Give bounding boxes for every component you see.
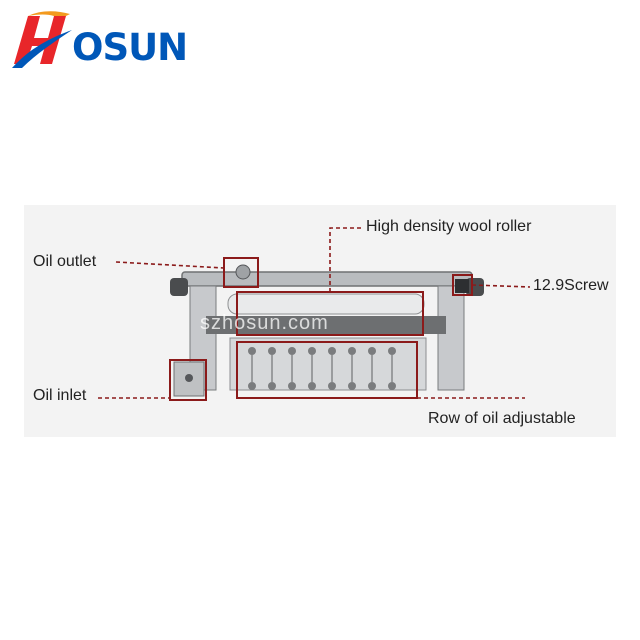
label-oil-inlet: Oil inlet: [33, 387, 87, 404]
left-end-cap: [170, 278, 188, 296]
logo-text: OSUN: [72, 26, 188, 69]
label-wool-roller: High density wool roller: [366, 218, 532, 235]
wool-roller: [227, 293, 425, 315]
label-screw: 12.9Screw: [533, 277, 609, 294]
oil-outlet-fitting: [235, 264, 251, 280]
callout-box-inlet: [169, 359, 207, 401]
leader-line-roller: [329, 227, 362, 292]
roller-shaft: [206, 316, 446, 334]
leader-line-screw: [471, 284, 531, 288]
oil-nozzles: [248, 347, 396, 390]
right-end-cap: [466, 278, 484, 296]
hosun-logo: OSUN: [10, 8, 200, 70]
callout-box-outlet: [223, 257, 259, 288]
right-side-plate: [437, 285, 465, 391]
label-oil-outlet: Oil outlet: [33, 253, 97, 270]
watermark: szhosun.com: [200, 312, 329, 334]
oil-nozzle-bar: [229, 337, 427, 391]
screw-head: [455, 279, 469, 293]
label-row-of-oil: Row of oil adjustable: [428, 410, 576, 427]
callout-box-row: [236, 341, 418, 399]
leader-line-outlet: [115, 261, 225, 269]
logo-h-mark-icon: [12, 11, 72, 68]
frame-top-rail: [181, 271, 473, 287]
